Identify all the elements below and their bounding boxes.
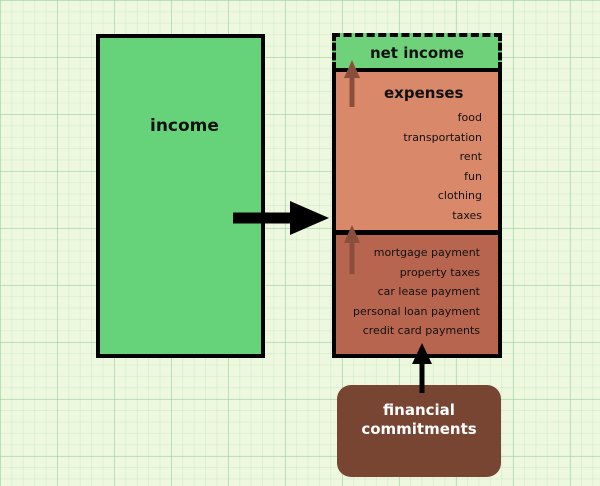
net-income-label: net income	[369, 44, 465, 62]
commitments-box: mortgage payment property taxes car leas…	[332, 231, 502, 358]
commitment-item-credit-card: credit card payments	[362, 324, 480, 338]
expenses-up-arrow	[344, 225, 360, 274]
commitment-item-mortgage: mortgage payment	[373, 246, 480, 259]
net-income-up-arrow	[344, 60, 360, 107]
expense-item-transportation: transportation	[403, 130, 482, 144]
expense-item-food: food	[457, 111, 482, 124]
commitment-list: mortgage payment property taxes car leas…	[353, 243, 480, 341]
financial-commitments-label: financial commitments	[337, 401, 501, 439]
expenses-box: expenses food transportation rent fun cl…	[332, 68, 502, 234]
commitments-up-arrow	[412, 343, 432, 393]
commitment-item-personal-loan: personal loan payment	[353, 304, 480, 318]
expenses-title: expenses	[384, 84, 464, 102]
commitment-item-property-taxes: property taxes	[399, 265, 480, 279]
net-income-box: net income	[332, 33, 502, 70]
income-to-budget-arrow	[233, 201, 329, 235]
income-box: income	[96, 34, 265, 358]
income-label: income	[150, 116, 219, 136]
expense-item-fun: fun	[464, 169, 482, 183]
expense-item-taxes: taxes	[452, 208, 482, 222]
financial-commitments-line1: financial	[383, 401, 455, 419]
expense-list: food transportation rent fun clothing ta…	[403, 108, 482, 226]
commitment-item-car-lease: car lease payment	[377, 285, 480, 299]
expense-item-rent: rent	[459, 150, 482, 164]
expense-item-clothing: clothing	[437, 189, 482, 203]
financial-commitments-box: financial commitments	[337, 385, 501, 477]
financial-commitments-line2: commitments	[361, 420, 477, 438]
